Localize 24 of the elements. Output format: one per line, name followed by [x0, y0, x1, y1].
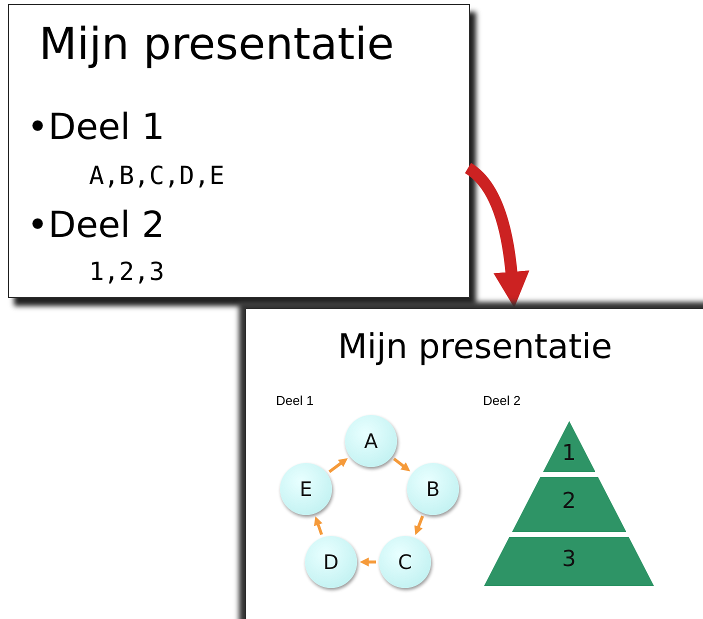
bullet-heading: •Deel 2: [27, 205, 165, 246]
circle-node: B: [407, 463, 459, 515]
slide: [245, 308, 703, 619]
bullet-subtext: 1,2,3: [89, 257, 164, 286]
pyramid-level: 2: [512, 477, 626, 532]
slide-title: Mijn presentatie: [336, 327, 614, 367]
pyramid-level: 3: [484, 537, 654, 586]
arrow: [464, 163, 530, 308]
bullet-heading: •Deel 1: [27, 107, 165, 148]
circle-node: C: [379, 536, 431, 588]
pyramid-level: 1: [542, 421, 596, 472]
section-heading: Deel 1: [276, 393, 314, 408]
slide: [8, 4, 470, 298]
section-heading: Deel 2: [483, 393, 521, 408]
arrow: [414, 516, 424, 536]
circle-node: D: [305, 536, 357, 588]
arrow: [314, 516, 324, 536]
bullet-subtext: A,B,C,D,E: [89, 161, 224, 190]
slide-title: Mijn presentatie: [39, 19, 394, 70]
circle-node: E: [280, 463, 332, 515]
circle-node: A: [345, 415, 397, 467]
arrow: [328, 458, 348, 473]
arrow: [360, 558, 376, 566]
arrow: [393, 458, 410, 472]
